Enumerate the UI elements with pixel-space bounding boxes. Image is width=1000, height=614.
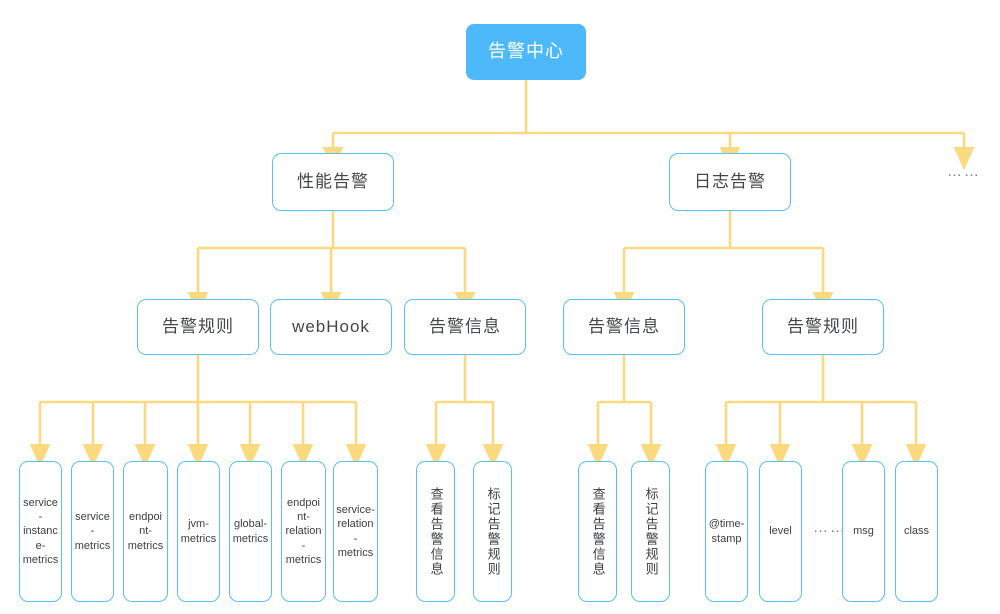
node-performance-alert[interactable]: 性能告警 bbox=[272, 153, 394, 211]
leaf-log-mark-alert-rule[interactable]: 标记告警规则 bbox=[631, 461, 670, 602]
node-log-alert-rule-label: 告警规则 bbox=[787, 316, 859, 336]
leaf-label: global-metrics bbox=[232, 518, 269, 545]
leaf-label: jvm-metrics bbox=[180, 518, 217, 545]
leaf-label: @time-stamp bbox=[708, 518, 745, 545]
leaf-endpoint-metrics[interactable]: endpoint-metrics bbox=[123, 461, 168, 602]
leaf-level[interactable]: level bbox=[759, 461, 802, 602]
node-root-label: 告警中心 bbox=[488, 41, 564, 62]
leaf-class[interactable]: class bbox=[895, 461, 938, 602]
node-root-alert-center[interactable]: 告警中心 bbox=[466, 24, 586, 80]
leaf-perf-mark-alert-rule[interactable]: 标记告警规则 bbox=[473, 461, 512, 602]
leaf-label: msg bbox=[853, 525, 874, 538]
node-perf-webhook[interactable]: webHook bbox=[270, 299, 392, 355]
node-performance-alert-label: 性能告警 bbox=[297, 171, 369, 191]
node-log-alert[interactable]: 日志告警 bbox=[669, 153, 791, 211]
node-perf-alert-info-label: 告警信息 bbox=[429, 316, 501, 336]
leaf-label: 查看告警信息 bbox=[590, 486, 606, 577]
leaf-service-metrics[interactable]: service-metrics bbox=[71, 461, 114, 602]
node-log-alert-info[interactable]: 告警信息 bbox=[563, 299, 685, 355]
leaf-global-metrics[interactable]: global-metrics bbox=[229, 461, 272, 602]
leaf-label: endpoint-relation-metrics bbox=[285, 496, 322, 566]
node-perf-alert-info[interactable]: 告警信息 bbox=[404, 299, 526, 355]
leaf-label: 标记告警规则 bbox=[643, 486, 659, 577]
leaf-label: class bbox=[903, 525, 930, 538]
leaf-endpoint-relation-metrics[interactable]: endpoint-relation-metrics bbox=[281, 461, 326, 602]
leaf-jvm-metrics[interactable]: jvm-metrics bbox=[177, 461, 220, 602]
node-perf-webhook-label: webHook bbox=[292, 316, 370, 336]
leaf-log-rule-ellipsis-label: …… bbox=[813, 518, 847, 536]
leaf-label: service-relation-metrics bbox=[336, 503, 375, 559]
leaf-msg[interactable]: msg bbox=[842, 461, 885, 602]
leaf-service-relation-metrics[interactable]: service-relation-metrics bbox=[333, 461, 378, 602]
leaf-label: level bbox=[769, 525, 792, 538]
leaf-perf-view-alert-info[interactable]: 查看告警信息 bbox=[416, 461, 455, 602]
leaf-log-rule-ellipsis: …… bbox=[804, 515, 856, 539]
leaf-timestamp[interactable]: @time-stamp bbox=[705, 461, 748, 602]
node-log-alert-rule[interactable]: 告警规则 bbox=[762, 299, 884, 355]
leaf-label: 查看告警信息 bbox=[428, 486, 444, 577]
leaf-label: 标记告警规则 bbox=[485, 486, 501, 577]
node-perf-alert-rule[interactable]: 告警规则 bbox=[137, 299, 259, 355]
leaf-label: endpoint-metrics bbox=[127, 511, 164, 552]
node-perf-alert-rule-label: 告警规则 bbox=[162, 316, 234, 336]
node-log-alert-label: 日志告警 bbox=[694, 171, 766, 191]
leaf-label: service-instance-metrics bbox=[22, 496, 59, 566]
node-log-alert-info-label: 告警信息 bbox=[588, 316, 660, 336]
node-level2-ellipsis-label: …… bbox=[947, 162, 981, 180]
leaf-label: service-metrics bbox=[74, 511, 111, 552]
node-level2-ellipsis: …… bbox=[934, 155, 994, 187]
leaf-service-instance-metrics[interactable]: service-instance-metrics bbox=[19, 461, 62, 602]
leaf-log-view-alert-info[interactable]: 查看告警信息 bbox=[578, 461, 617, 602]
